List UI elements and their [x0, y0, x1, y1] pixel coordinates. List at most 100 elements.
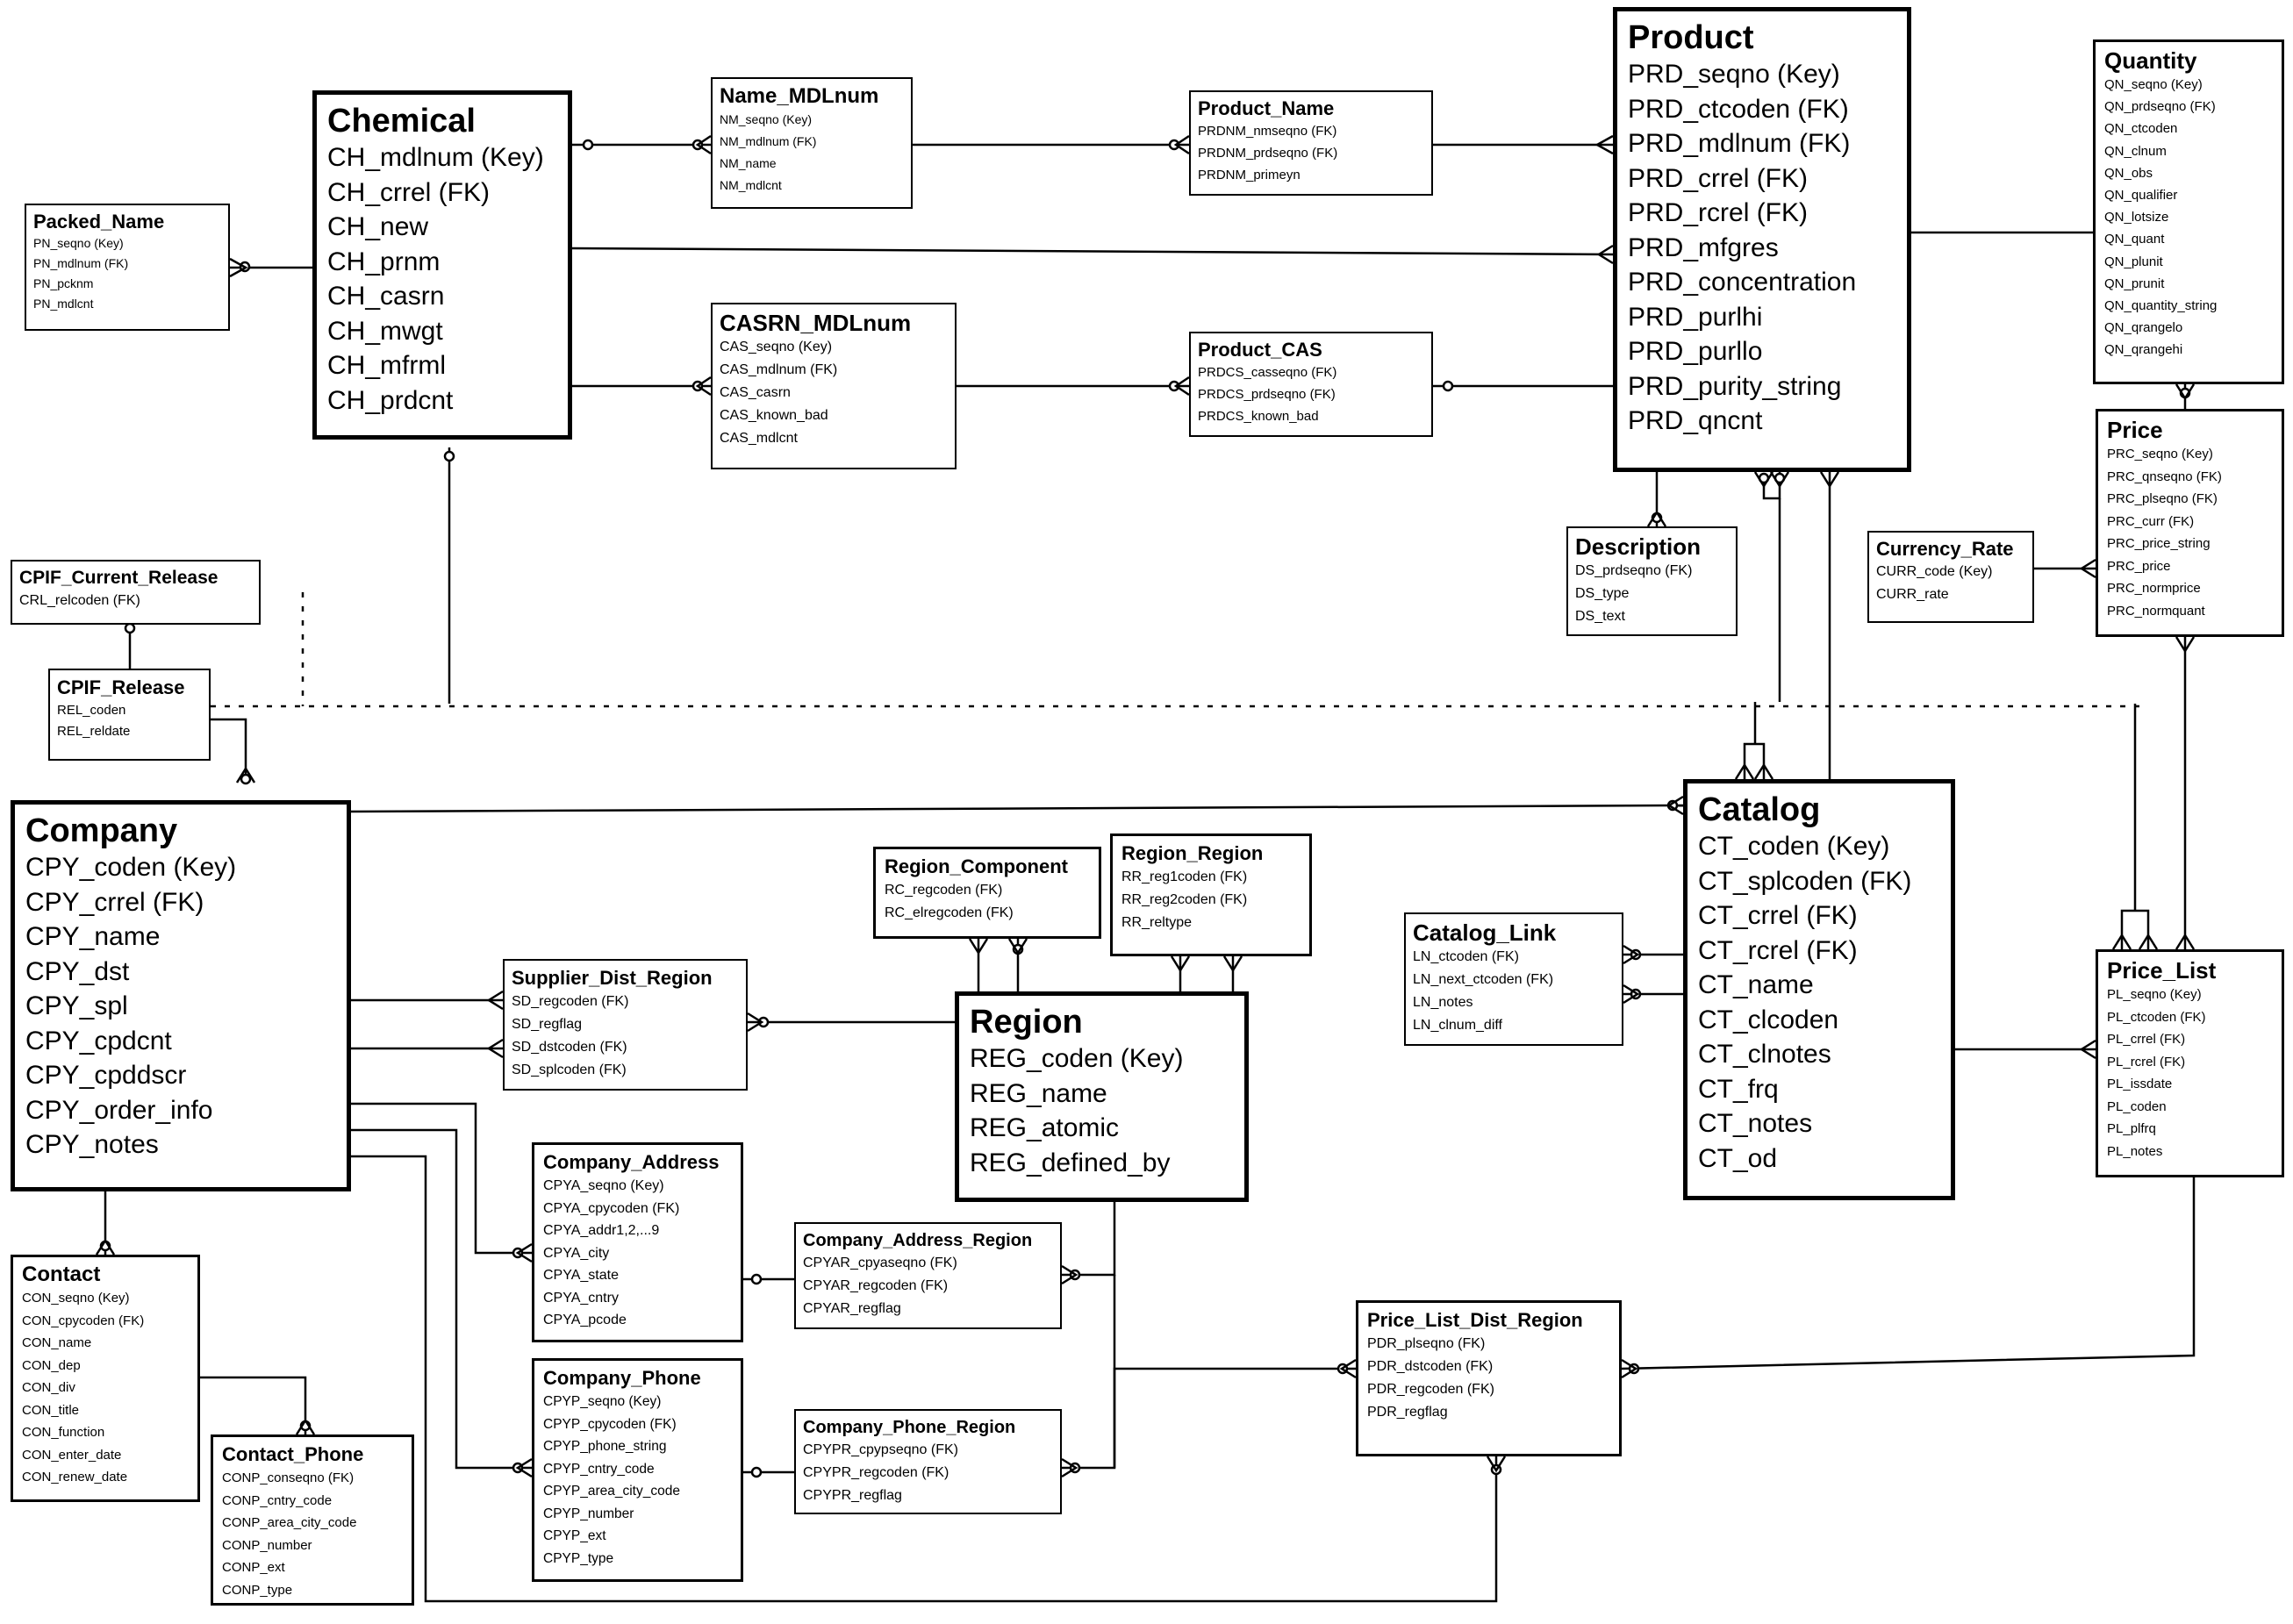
entity-field: PRC_normquant: [2107, 603, 2205, 619]
entity-catalog-link[interactable]: Catalog_Link LN_ctcoden (FK) LN_next_ctc…: [1404, 912, 1623, 1046]
entity-field: CONP_cntry_code: [222, 1492, 333, 1508]
entity-field: LN_next_ctcoden (FK): [1413, 972, 1554, 987]
crow-foot: [2111, 933, 2132, 950]
entity-field: PL_rcrel (FK): [2107, 1054, 2186, 1070]
rel-marker: [240, 773, 252, 785]
entity-product[interactable]: Product PRD_seqno (Key) PRD_ctcoden (FK)…: [1613, 7, 1911, 472]
entity-field: CAS_casrn: [720, 385, 791, 400]
entity-field: CAS_mdlcnt: [720, 431, 798, 446]
entity-title: Currency_Rate: [1876, 538, 2014, 560]
entity-field: CPYPR_regcoden (FK): [803, 1465, 949, 1480]
entity-field: PRDNM_primeyn: [1198, 168, 1301, 182]
entity-field: CPY_spl: [25, 991, 128, 1020]
entity-field: PDR_dstcoden (FK): [1367, 1359, 1494, 1374]
entity-title: Region_Component: [885, 855, 1068, 877]
entity-field: CPYAR_cpyaseqno (FK): [803, 1256, 957, 1270]
crow-foot: [1594, 134, 1614, 155]
entity-field: DS_prdseqno (FK): [1575, 563, 1693, 578]
entity-field: PDR_regflag: [1367, 1405, 1448, 1420]
entity-region-region[interactable]: Region_Region RR_reg1coden (FK) RR_reg2c…: [1110, 833, 1312, 956]
entity-field: QN_prunit: [2104, 275, 2165, 291]
crow-foot: [2079, 1039, 2096, 1060]
entity-title: Catalog_Link: [1413, 919, 1557, 946]
entity-name-mdlnum[interactable]: Name_MDLnum NM_seqno (Key) NM_mdlnum (FK…: [711, 77, 913, 209]
entity-chemical[interactable]: Chemical CH_mdlnum (Key) CH_crrel (FK) C…: [312, 90, 572, 440]
entity-field: CPYP_ext: [543, 1528, 606, 1543]
entity-field: PRC_seqno (Key): [2107, 447, 2213, 461]
crow-foot: [1173, 134, 1190, 155]
entity-field: QN_plunit: [2104, 254, 2163, 269]
entity-title: Region_Region: [1121, 842, 1264, 864]
entity-title: CPIF_Current_Release: [19, 568, 219, 588]
entity-field: CAS_known_bad: [720, 408, 828, 423]
entity-field: CPYPR_cpypseqno (FK): [803, 1442, 958, 1457]
entity-field: CURR_code (Key): [1876, 564, 1993, 579]
entity-title: Quantity: [2104, 47, 2197, 74]
entity-contact-phone[interactable]: Contact_Phone CONP_conseqno (FK) CONP_cn…: [211, 1434, 414, 1606]
entity-product-name[interactable]: Product_Name PRDNM_nmseqno (FK) PRDNM_pr…: [1189, 90, 1433, 196]
entity-packed-name[interactable]: Packed_Name PN_seqno (Key) PN_mdlnum (FK…: [25, 204, 230, 331]
entity-field: CPY_dst: [25, 956, 130, 986]
entity-supplier-dist-region[interactable]: Supplier_Dist_Region SD_regcoden (FK) SD…: [503, 959, 748, 1091]
entity-field: PRC_price: [2107, 558, 2171, 574]
entity-field: CT_name: [1698, 970, 1814, 999]
entity-region-component[interactable]: Region_Component RC_regcoden (FK) RC_elr…: [873, 847, 1101, 939]
entity-field: CPY_cpddscr: [25, 1061, 187, 1090]
entity-price-list-dist-region[interactable]: Price_List_Dist_Region PDR_plseqno (FK) …: [1356, 1300, 1622, 1456]
entity-field: CPY_cpdcnt: [25, 1026, 172, 1055]
entity-company-address-region[interactable]: Company_Address_Region CPYAR_cpyaseqno (…: [794, 1222, 1062, 1329]
entity-cpif-current-release[interactable]: CPIF_Current_Release CRL_relcoden (FK): [11, 560, 261, 625]
entity-field: CON_seqno (Key): [22, 1291, 130, 1306]
entity-company-phone-region[interactable]: Company_Phone_Region CPYPR_cpypseqno (FK…: [794, 1409, 1062, 1514]
entity-title: Company: [25, 812, 178, 849]
entity-field: PRD_mfgres: [1628, 233, 1779, 262]
entity-company[interactable]: Company CPY_coden (Key) CPY_crrel (FK) C…: [11, 800, 351, 1191]
entity-field: CH_prnm: [327, 247, 441, 276]
entity-title: Price_List: [2107, 957, 2217, 984]
entity-company-phone[interactable]: Company_Phone CPYP_seqno (Key) CPYP_cpyc…: [532, 1358, 743, 1582]
entity-price[interactable]: Price PRC_seqno (Key) PRC_qnseqno (FK) P…: [2096, 409, 2284, 637]
crow-foot: [229, 257, 248, 278]
entity-contact[interactable]: Contact CON_seqno (Key) CON_cpycoden (FK…: [11, 1255, 200, 1502]
crow-foot: [1753, 762, 1774, 780]
entity-field: CH_mwgt: [327, 316, 443, 346]
entity-field: PRD_concentration: [1628, 268, 1857, 297]
entity-currency-rate[interactable]: Currency_Rate CURR_code (Key) CURR_rate: [1867, 531, 2034, 623]
entity-field: PRDNM_nmseqno (FK): [1198, 124, 1337, 139]
entity-field: LN_ctcoden (FK): [1413, 949, 1519, 964]
entity-company-address[interactable]: Company_Address CPYA_seqno (Key) CPYA_cp…: [532, 1142, 743, 1342]
rel-marker: [582, 139, 594, 151]
entity-field: CT_clcoden: [1698, 1005, 1839, 1034]
entity-field: REG_name: [970, 1078, 1107, 1108]
entity-field: REG_coden (Key): [970, 1044, 1184, 1073]
entity-field: CPYP_cpycoden (FK): [543, 1416, 677, 1432]
entity-title: Company_Phone: [543, 1367, 701, 1389]
entity-field: CH_new: [327, 212, 429, 241]
entity-field: CPY_notes: [25, 1130, 159, 1159]
entity-title: Packed_Name: [33, 211, 165, 233]
entity-field: CONP_number: [222, 1537, 312, 1553]
entity-title: Description: [1575, 533, 1702, 560]
entity-field: RC_elregcoden (FK): [885, 905, 1014, 920]
entity-description[interactable]: Description DS_prdseqno (FK) DS_type DS_…: [1566, 526, 1738, 636]
entity-product-cas[interactable]: Product_CAS PRDCS_casseqno (FK) PRDCS_pr…: [1189, 332, 1433, 437]
entity-field: CON_title: [22, 1402, 80, 1418]
entity-field: LN_clnum_diff: [1413, 1018, 1502, 1033]
rel-company-pldr: [351, 1155, 1498, 1603]
crow-foot: [747, 1012, 764, 1033]
entity-cpif-release[interactable]: CPIF_Release REL_coden REL_reldate: [48, 669, 211, 761]
entity-price-list[interactable]: Price_List PL_seqno (Key) PL_ctcoden (FK…: [2096, 949, 2284, 1177]
entity-field: CPYA_addr1,2,...9: [543, 1223, 660, 1238]
entity-field: PL_issdate: [2107, 1077, 2173, 1091]
entity-field: CH_mfrml: [327, 351, 446, 380]
entity-catalog[interactable]: Catalog CT_coden (Key) CT_splcoden (FK) …: [1683, 779, 1955, 1200]
entity-field: PDR_plseqno (FK): [1367, 1336, 1486, 1351]
entity-quantity[interactable]: Quantity QN_seqno (Key) QN_prdseqno (FK)…: [2093, 39, 2284, 384]
entity-casrn-mdlnum[interactable]: CASRN_MDLnum CAS_seqno (Key) CAS_mdlnum …: [711, 303, 957, 469]
entity-field: RR_reg1coden (FK): [1121, 869, 1248, 884]
crow-foot: [2175, 933, 2196, 950]
entity-field: QN_seqno (Key): [2104, 77, 2203, 92]
entity-region[interactable]: Region REG_coden (Key) REG_name REG_atom…: [955, 991, 1249, 1202]
entity-title: Contact: [22, 1263, 101, 1286]
entity-field: PRC_curr (FK): [2107, 513, 2195, 529]
